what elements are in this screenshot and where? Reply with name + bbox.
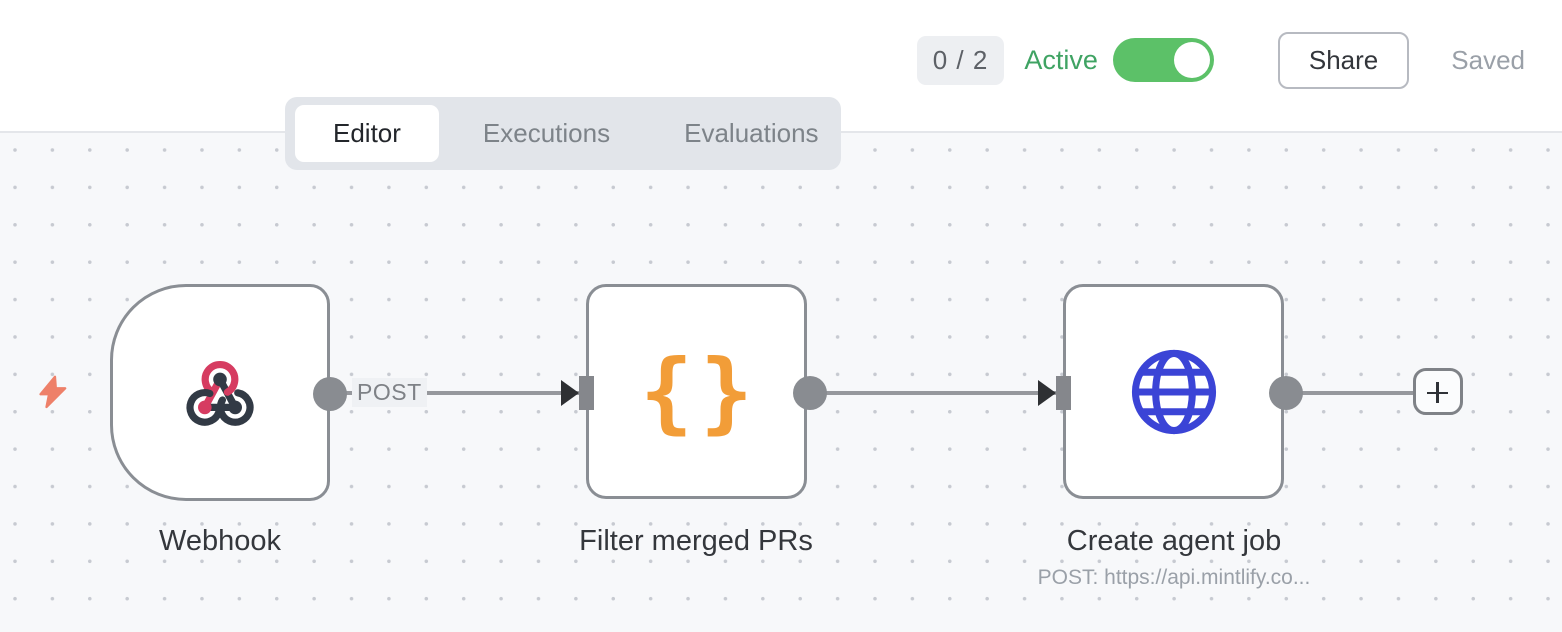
- toggle-knob: [1173, 42, 1210, 78]
- input-arrow-icon: [561, 380, 579, 406]
- add-node-button[interactable]: [1413, 368, 1463, 415]
- http-output-port[interactable]: [1269, 376, 1303, 410]
- globe-icon: [1131, 349, 1216, 434]
- webhook-output-port[interactable]: [313, 377, 347, 411]
- connection-webhook-filter[interactable]: [330, 391, 579, 395]
- node-label-create-agent-job: Create agent job: [1066, 525, 1282, 557]
- header-controls: 0 / 2 Active Share Saved: [916, 0, 1525, 120]
- tab-editor[interactable]: Editor: [295, 105, 439, 162]
- execution-counter-badge: 0 / 2: [916, 35, 1005, 85]
- node-create-agent-job[interactable]: [1063, 284, 1284, 499]
- plus-icon: [1436, 382, 1439, 403]
- trigger-bolt-icon: [39, 375, 67, 409]
- code-braces-icon: {}: [640, 339, 760, 443]
- filter-output-port[interactable]: [793, 376, 827, 410]
- tab-evaluations[interactable]: Evaluations: [684, 118, 819, 148]
- active-label: Active: [1024, 44, 1098, 75]
- connection-filter-http[interactable]: [810, 391, 1056, 395]
- active-toggle[interactable]: [1112, 38, 1214, 82]
- node-label-webhook: Webhook: [159, 525, 281, 557]
- node-sublabel-http-url: POST: https://api.mintlify.co...: [1037, 566, 1311, 589]
- node-webhook[interactable]: [110, 284, 330, 501]
- share-button[interactable]: Share: [1277, 31, 1410, 89]
- http-input-port[interactable]: [1056, 376, 1071, 410]
- connection-post-label: POST: [352, 378, 427, 407]
- filter-input-port[interactable]: [579, 376, 594, 410]
- workflow-canvas[interactable]: POST: [0, 135, 1562, 632]
- webhook-icon: [186, 360, 254, 426]
- save-status: Saved: [1451, 44, 1525, 75]
- connection-http-add[interactable]: [1286, 391, 1413, 395]
- node-label-filter: Filter merged PRs: [579, 525, 813, 557]
- view-tabs: Editor Executions Evaluations: [285, 97, 841, 170]
- node-filter-merged-prs[interactable]: {}: [586, 284, 807, 499]
- input-arrow-icon: [1038, 380, 1056, 406]
- tab-executions[interactable]: Executions: [482, 118, 611, 148]
